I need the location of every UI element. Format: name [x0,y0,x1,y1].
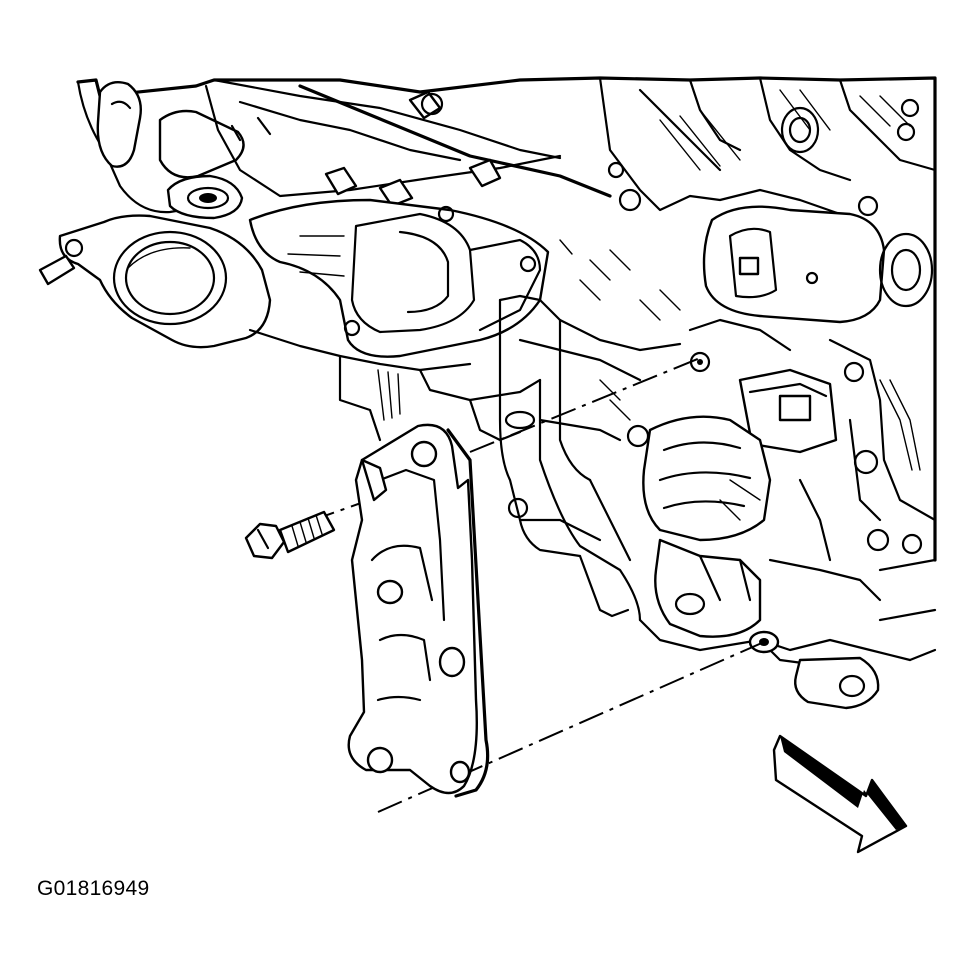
engine-block [38,76,937,710]
bracket [347,423,490,798]
bolt [244,510,336,560]
figure-id-label: G01816949 [37,877,150,900]
direction-arrow [772,734,908,854]
